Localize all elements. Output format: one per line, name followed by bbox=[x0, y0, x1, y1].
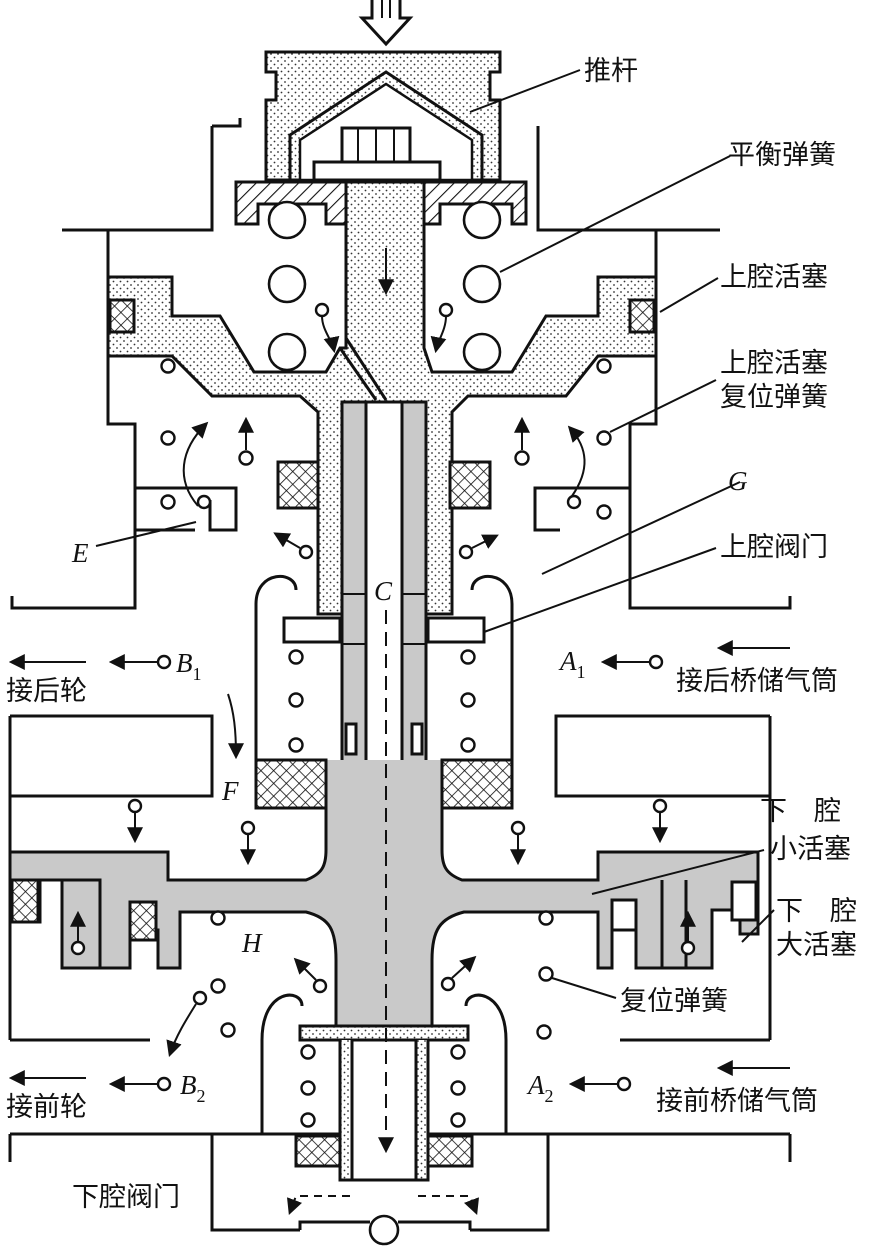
lower-housing bbox=[8, 714, 792, 1232]
letter-B2: B2 bbox=[180, 1070, 206, 1106]
label-upper-return-spring-line1: 上腔活塞 bbox=[720, 348, 828, 379]
label-upper-valve: 上腔阀门 bbox=[720, 532, 828, 563]
leader-lines bbox=[95, 69, 775, 999]
lower-valve-assembly bbox=[260, 993, 508, 1246]
label-rear-axle-reservoir: 接后桥储气筒 bbox=[676, 666, 838, 697]
push-rod bbox=[264, 50, 502, 182]
balance-spring-coils bbox=[267, 200, 502, 372]
label-upper-piston: 上腔活塞 bbox=[720, 262, 828, 293]
letter-C: C bbox=[374, 576, 393, 606]
upper-valve-seals bbox=[254, 460, 514, 760]
lower-small-piston bbox=[8, 758, 760, 1034]
label-lower-small-piston-line1: 下 腔 bbox=[760, 796, 841, 827]
letter-G: G bbox=[728, 466, 748, 496]
label-lower-large-piston-line1: 下 腔 bbox=[776, 896, 857, 927]
upper-piston bbox=[106, 180, 658, 616]
letter-A1: A1 bbox=[558, 646, 586, 682]
letter-H: H bbox=[241, 928, 263, 958]
letter-B1: B1 bbox=[176, 648, 202, 684]
label-push-rod: 推杆 bbox=[584, 56, 638, 87]
label-lower-valve: 下腔阀门 bbox=[72, 1182, 180, 1213]
label-lower-small-piston-line2: 小活塞 bbox=[770, 834, 851, 865]
label-to-front-wheels: 接前轮 bbox=[6, 1092, 87, 1123]
label-upper-return-spring-line2: 复位弹簧 bbox=[720, 382, 828, 413]
letter-F: F bbox=[221, 776, 239, 806]
letter-A2: A2 bbox=[526, 1070, 554, 1106]
label-return-spring: 复位弹簧 bbox=[620, 986, 728, 1017]
input-force-arrow bbox=[358, 0, 414, 47]
label-balance-spring: 平衡弹簧 bbox=[728, 140, 836, 171]
label-lower-large-piston-line2: 大活塞 bbox=[776, 930, 857, 961]
label-front-axle-reservoir: 接前桥储气筒 bbox=[656, 1086, 818, 1117]
air-flow-arrows bbox=[8, 248, 790, 1215]
return-spring-coils bbox=[160, 358, 612, 1128]
label-to-rear-wheels: 接后轮 bbox=[6, 676, 87, 707]
letter-E: E bbox=[71, 538, 89, 568]
